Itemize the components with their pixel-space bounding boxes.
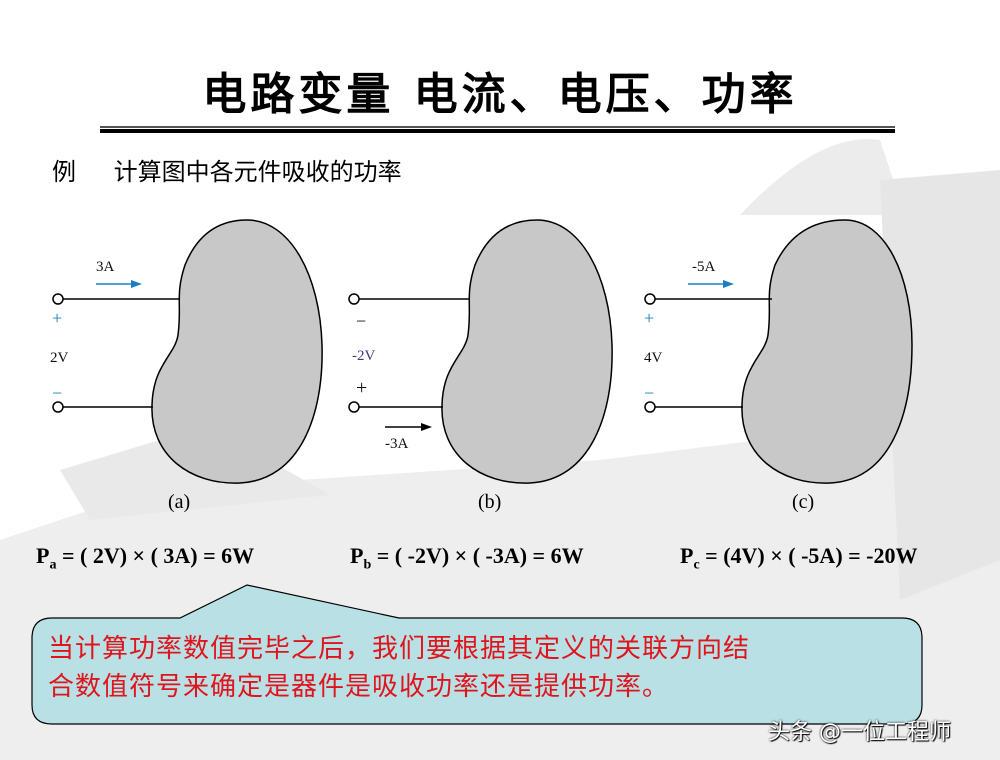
voltage-label: -2V	[352, 348, 376, 364]
polarity-bottom: −	[52, 383, 63, 403]
current-label: -5A	[692, 259, 716, 275]
formula-expression: = ( 2V) × ( 3A) = 6W	[56, 543, 255, 568]
example-label: 例	[52, 158, 76, 186]
slide-title: 电路变量 电流、电压、功率	[202, 69, 798, 120]
power-symbol: P	[680, 543, 694, 568]
callout-text: 当计算功率数值完毕之后，我们要根据其定义的关联方向结 合数值符号来确定是器件是吸…	[48, 630, 908, 706]
formula-b: Pb = ( -2V) × ( -3A) = 6W	[350, 543, 584, 573]
power-symbol: P	[36, 543, 50, 568]
circuit-b: − -2V + -3A	[330, 215, 630, 505]
current-label: 3A	[96, 259, 115, 275]
caption-c: (c)	[792, 491, 815, 513]
power-subscript: b	[363, 557, 372, 573]
title-rule-thick	[100, 129, 895, 133]
voltage-label: 4V	[644, 350, 663, 366]
circuit-c: -5A + 4V −	[630, 215, 930, 505]
voltage-label: 2V	[50, 350, 69, 366]
caption-b: (b)	[478, 491, 502, 513]
caption-a: (a)	[168, 491, 191, 513]
power-subscript: a	[49, 557, 57, 573]
callout-line-2: 合数值符号来确定是器件是吸收功率还是提供功率。	[48, 672, 670, 702]
element-blob-diagram	[644, 219, 913, 484]
callout-line-1: 当计算功率数值完毕之后，我们要根据其定义的关联方向结	[48, 634, 751, 664]
title-rule-thin	[100, 126, 895, 128]
current-label: -3A	[385, 436, 409, 452]
polarity-top: +	[52, 308, 63, 328]
polarity-top: +	[644, 308, 655, 328]
formula-a: Pa = ( 2V) × ( 3A) = 6W	[36, 543, 254, 573]
power-symbol: P	[350, 543, 364, 568]
source-watermark: 头条 @一位工程师	[768, 720, 951, 745]
polarity-bottom: +	[356, 377, 368, 399]
element-blob-diagram	[348, 219, 613, 484]
example-prompt: 例 计算图中各元件吸收的功率	[52, 152, 402, 187]
element-blob-diagram	[52, 219, 323, 484]
circuit-a: 3A + 2V −	[40, 215, 340, 505]
power-subscript: c	[693, 557, 700, 573]
polarity-top: −	[356, 311, 367, 331]
formula-c: Pc = (4V) × ( -5A) = -20W	[680, 543, 918, 573]
formula-expression: = ( -2V) × ( -3A) = 6W	[371, 543, 584, 568]
polarity-bottom: −	[644, 383, 655, 403]
example-text: 计算图中各元件吸收的功率	[113, 158, 402, 186]
formula-expression: = (4V) × ( -5A) = -20W	[699, 543, 918, 568]
